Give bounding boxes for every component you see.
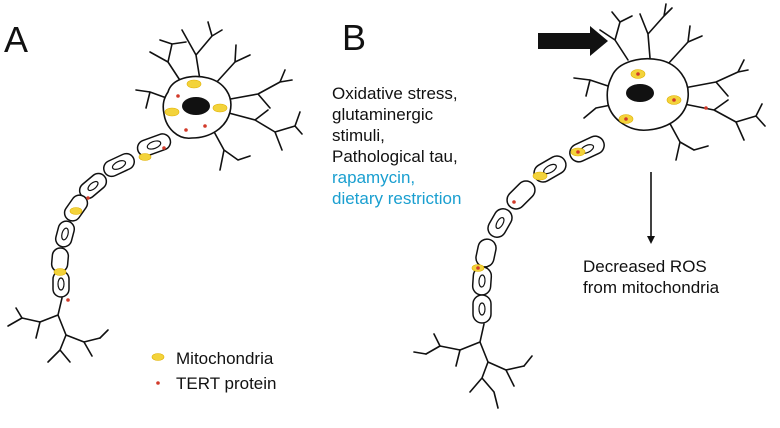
neuron-b [413, 3, 766, 409]
neuron-a-mitochondria [53, 79, 228, 276]
panel-label-a: A [4, 19, 29, 60]
stimuli-text: Oxidative stress, glutaminergic stimuli,… [332, 83, 461, 209]
outcome-line: Decreased ROS [583, 257, 707, 276]
neuron-a-axon [50, 133, 172, 298]
neuron-a [7, 21, 303, 363]
neuron-b-terminals [413, 323, 533, 409]
outcome-line: from mitochondria [583, 278, 720, 297]
panel-label-b: B [342, 17, 367, 58]
neuron-b-axon [471, 135, 605, 324]
neuron-a-tert-proteins [66, 94, 207, 302]
legend-mitochondria-label: Mitochondria [176, 349, 274, 368]
neuron-b-nucleus [626, 84, 654, 102]
stimulus-line: Oxidative stress, [332, 84, 458, 103]
outcome-text: Decreased ROS from mitochondria [583, 256, 719, 298]
legend-tert-symbol [156, 381, 160, 385]
stimulus-line: glutaminergic [332, 105, 434, 124]
neuron-a-nucleus [182, 97, 210, 115]
stimulus-line: Pathological tau, [332, 147, 458, 166]
stimulus-arrow [538, 26, 608, 56]
legend-tert-label: TERT protein [176, 374, 277, 393]
stimulus-line-highlighted: rapamycin, [332, 168, 416, 187]
stimulus-line-highlighted: dietary restriction [332, 189, 462, 208]
neuron-a-terminals [7, 297, 109, 363]
outcome-arrowhead [647, 236, 655, 244]
stimulus-line: stimuli, [332, 126, 385, 145]
legend-mitochondria-symbol [151, 353, 165, 361]
neuron-b-tert-proteins [476, 72, 708, 270]
